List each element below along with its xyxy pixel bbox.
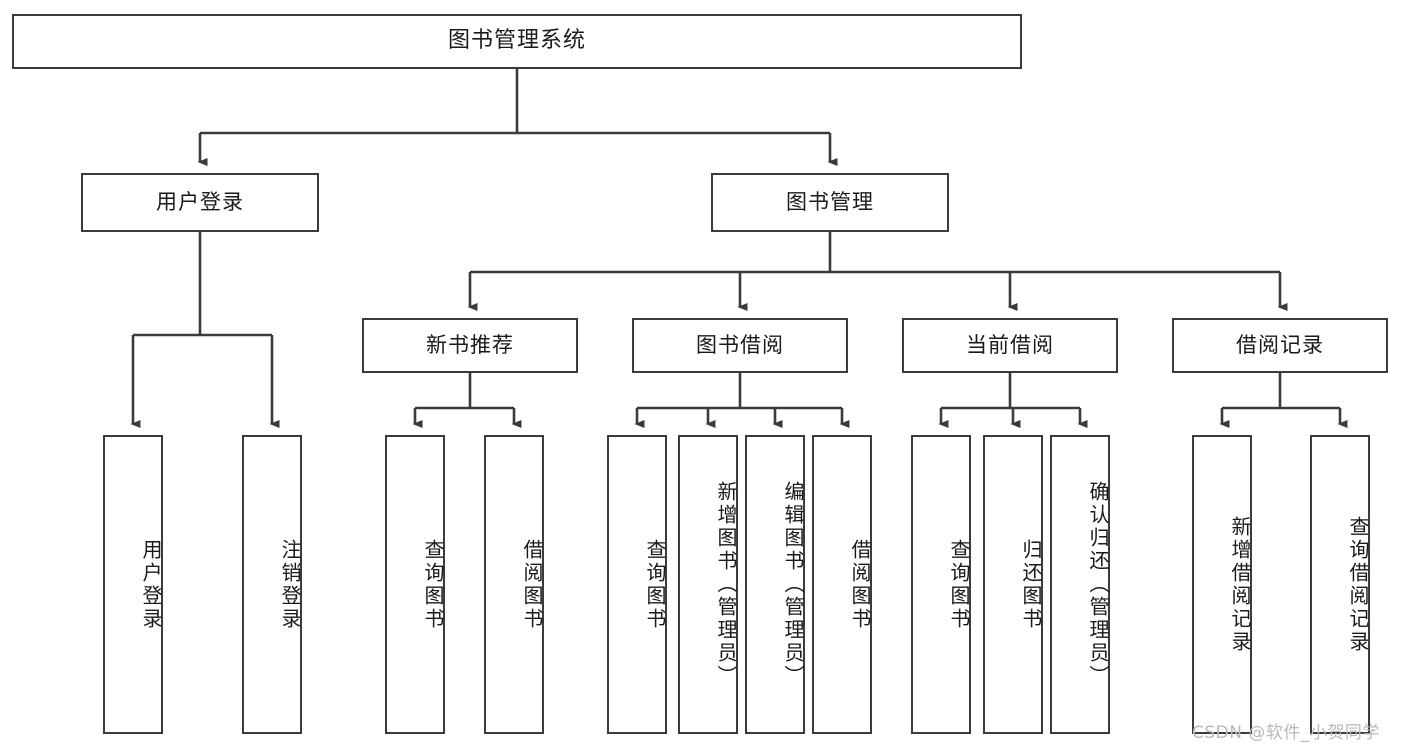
- leaf-return-book[interactable]: 归还图书: [983, 435, 1043, 734]
- leaf-add-book-admin[interactable]: 新增图书（管理员）: [678, 435, 738, 734]
- leaf-user-login[interactable]: 用户登录: [103, 435, 163, 734]
- node-label: 查询图书: [421, 538, 445, 631]
- leaf-query-borrow-record[interactable]: 查询借阅记录: [1310, 435, 1370, 734]
- node-user-login[interactable]: 用户登录: [81, 173, 319, 232]
- leaf-query-book-recommend[interactable]: 查询图书: [385, 435, 445, 734]
- leaf-borrow-book-recommend[interactable]: 借阅图书: [484, 435, 544, 734]
- node-root[interactable]: 图书管理系统: [12, 14, 1022, 69]
- node-current-borrow[interactable]: 当前借阅: [902, 318, 1118, 373]
- node-label: 查询图书: [947, 538, 971, 631]
- leaf-query-book-current[interactable]: 查询图书: [911, 435, 971, 734]
- node-label: 查询借阅记录: [1346, 515, 1370, 654]
- node-label: 查询图书: [643, 538, 667, 631]
- node-label: 归还图书: [1019, 538, 1043, 631]
- node-label: 当前借阅: [966, 332, 1054, 357]
- node-label: 用户登录: [156, 189, 244, 214]
- leaf-query-book-borrow[interactable]: 查询图书: [607, 435, 667, 734]
- node-label: 注销登录: [278, 538, 302, 631]
- node-label: 新增借阅记录: [1228, 515, 1252, 654]
- node-label: 借阅记录: [1236, 332, 1324, 357]
- leaf-add-borrow-record[interactable]: 新增借阅记录: [1192, 435, 1252, 734]
- node-label: 用户登录: [139, 538, 163, 631]
- node-label: 图书管理系统: [447, 28, 586, 54]
- node-label: 确认归还（管理员）: [1086, 481, 1110, 688]
- node-label: 编辑图书（管理员）: [781, 481, 805, 688]
- leaf-confirm-return-admin[interactable]: 确认归还（管理员）: [1050, 435, 1110, 734]
- node-label: 新书推荐: [426, 332, 514, 357]
- node-label: 新增图书（管理员）: [714, 481, 738, 688]
- node-new-book-recommend[interactable]: 新书推荐: [362, 318, 578, 373]
- node-label: 借阅图书: [520, 538, 544, 631]
- node-book-management[interactable]: 图书管理: [711, 173, 949, 232]
- leaf-borrow-book[interactable]: 借阅图书: [812, 435, 872, 734]
- csdn-watermark: CSDN @软件_小贺同学: [1192, 723, 1380, 743]
- leaf-logout[interactable]: 注销登录: [242, 435, 302, 734]
- node-book-borrow[interactable]: 图书借阅: [632, 318, 848, 373]
- node-label: 图书借阅: [696, 332, 784, 357]
- leaf-edit-book-admin[interactable]: 编辑图书（管理员）: [745, 435, 805, 734]
- node-borrow-records[interactable]: 借阅记录: [1172, 318, 1388, 373]
- node-label: 图书管理: [786, 189, 874, 214]
- node-label: 借阅图书: [848, 538, 872, 631]
